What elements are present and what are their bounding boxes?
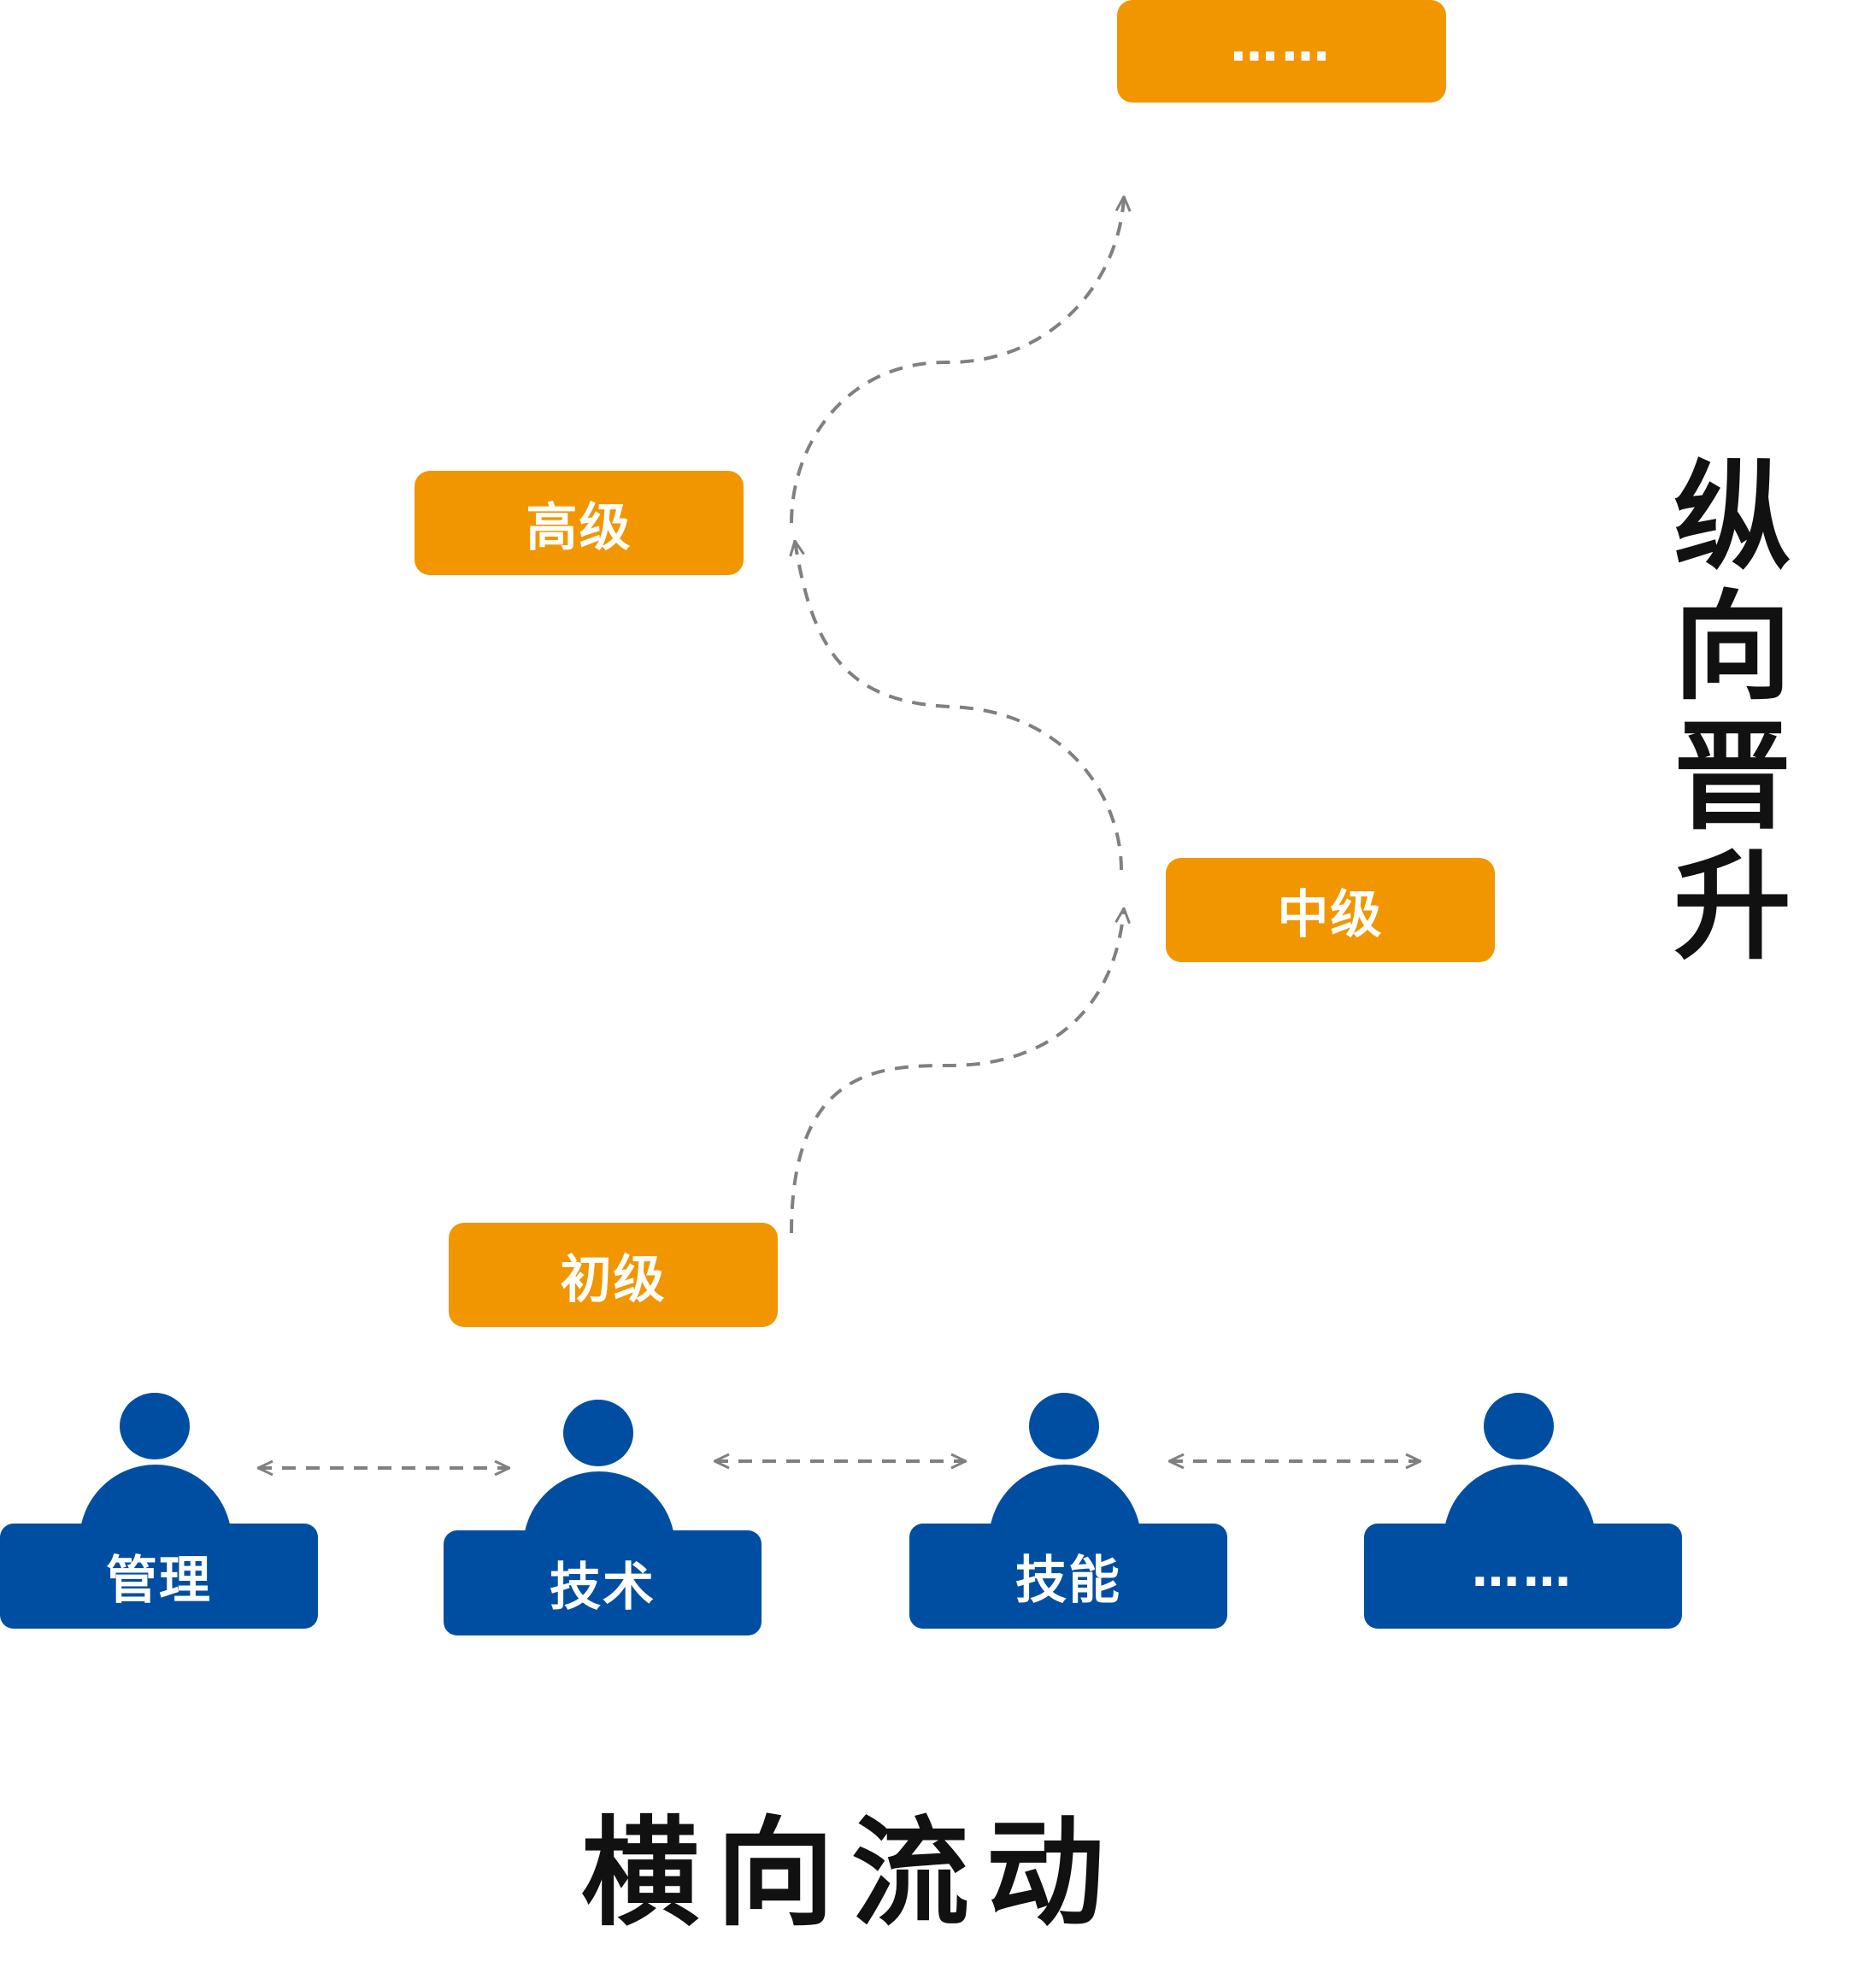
role-technical-label: 技术 — [550, 1558, 656, 1618]
role-management-label: 管理 — [106, 1551, 212, 1611]
level-senior-label: 高级 — [526, 497, 632, 558]
arrow-junior-to-middle — [790, 908, 1124, 1234]
role-management-desk: 管理 — [0, 1524, 318, 1629]
role-skill: 技能 — [909, 1393, 1227, 1634]
level-senior-box: 高级 — [415, 471, 744, 575]
level-top-box: …… — [1117, 0, 1446, 103]
person-head-icon — [563, 1400, 633, 1466]
level-junior-label: 初级 — [560, 1249, 667, 1310]
person-head-icon — [120, 1393, 190, 1459]
horizontal-flow-title: 横向流动 — [581, 1805, 1122, 1942]
role-skill-desk: 技能 — [909, 1524, 1227, 1629]
role-skill-label: 技能 — [1015, 1551, 1121, 1611]
role-technical-desk: 技术 — [444, 1530, 762, 1635]
role-technical: 技术 — [444, 1400, 762, 1641]
vertical-promotion-title: 纵向晋升 — [1673, 449, 1792, 976]
level-middle-box: 中级 — [1166, 858, 1495, 962]
person-head-icon — [1029, 1393, 1099, 1459]
arrow-middle-to-senior — [795, 541, 1123, 871]
level-top-label: …… — [1230, 16, 1333, 73]
level-middle-label: 中级 — [1277, 884, 1384, 945]
person-head-icon — [1484, 1393, 1554, 1459]
role-more-label: …… — [1472, 1542, 1574, 1598]
role-more-desk: …… — [1364, 1524, 1682, 1629]
role-management: 管理 — [0, 1393, 318, 1634]
arrow-senior-to-top — [790, 197, 1124, 524]
role-more: …… — [1364, 1393, 1682, 1634]
level-junior-box: 初级 — [449, 1223, 778, 1327]
